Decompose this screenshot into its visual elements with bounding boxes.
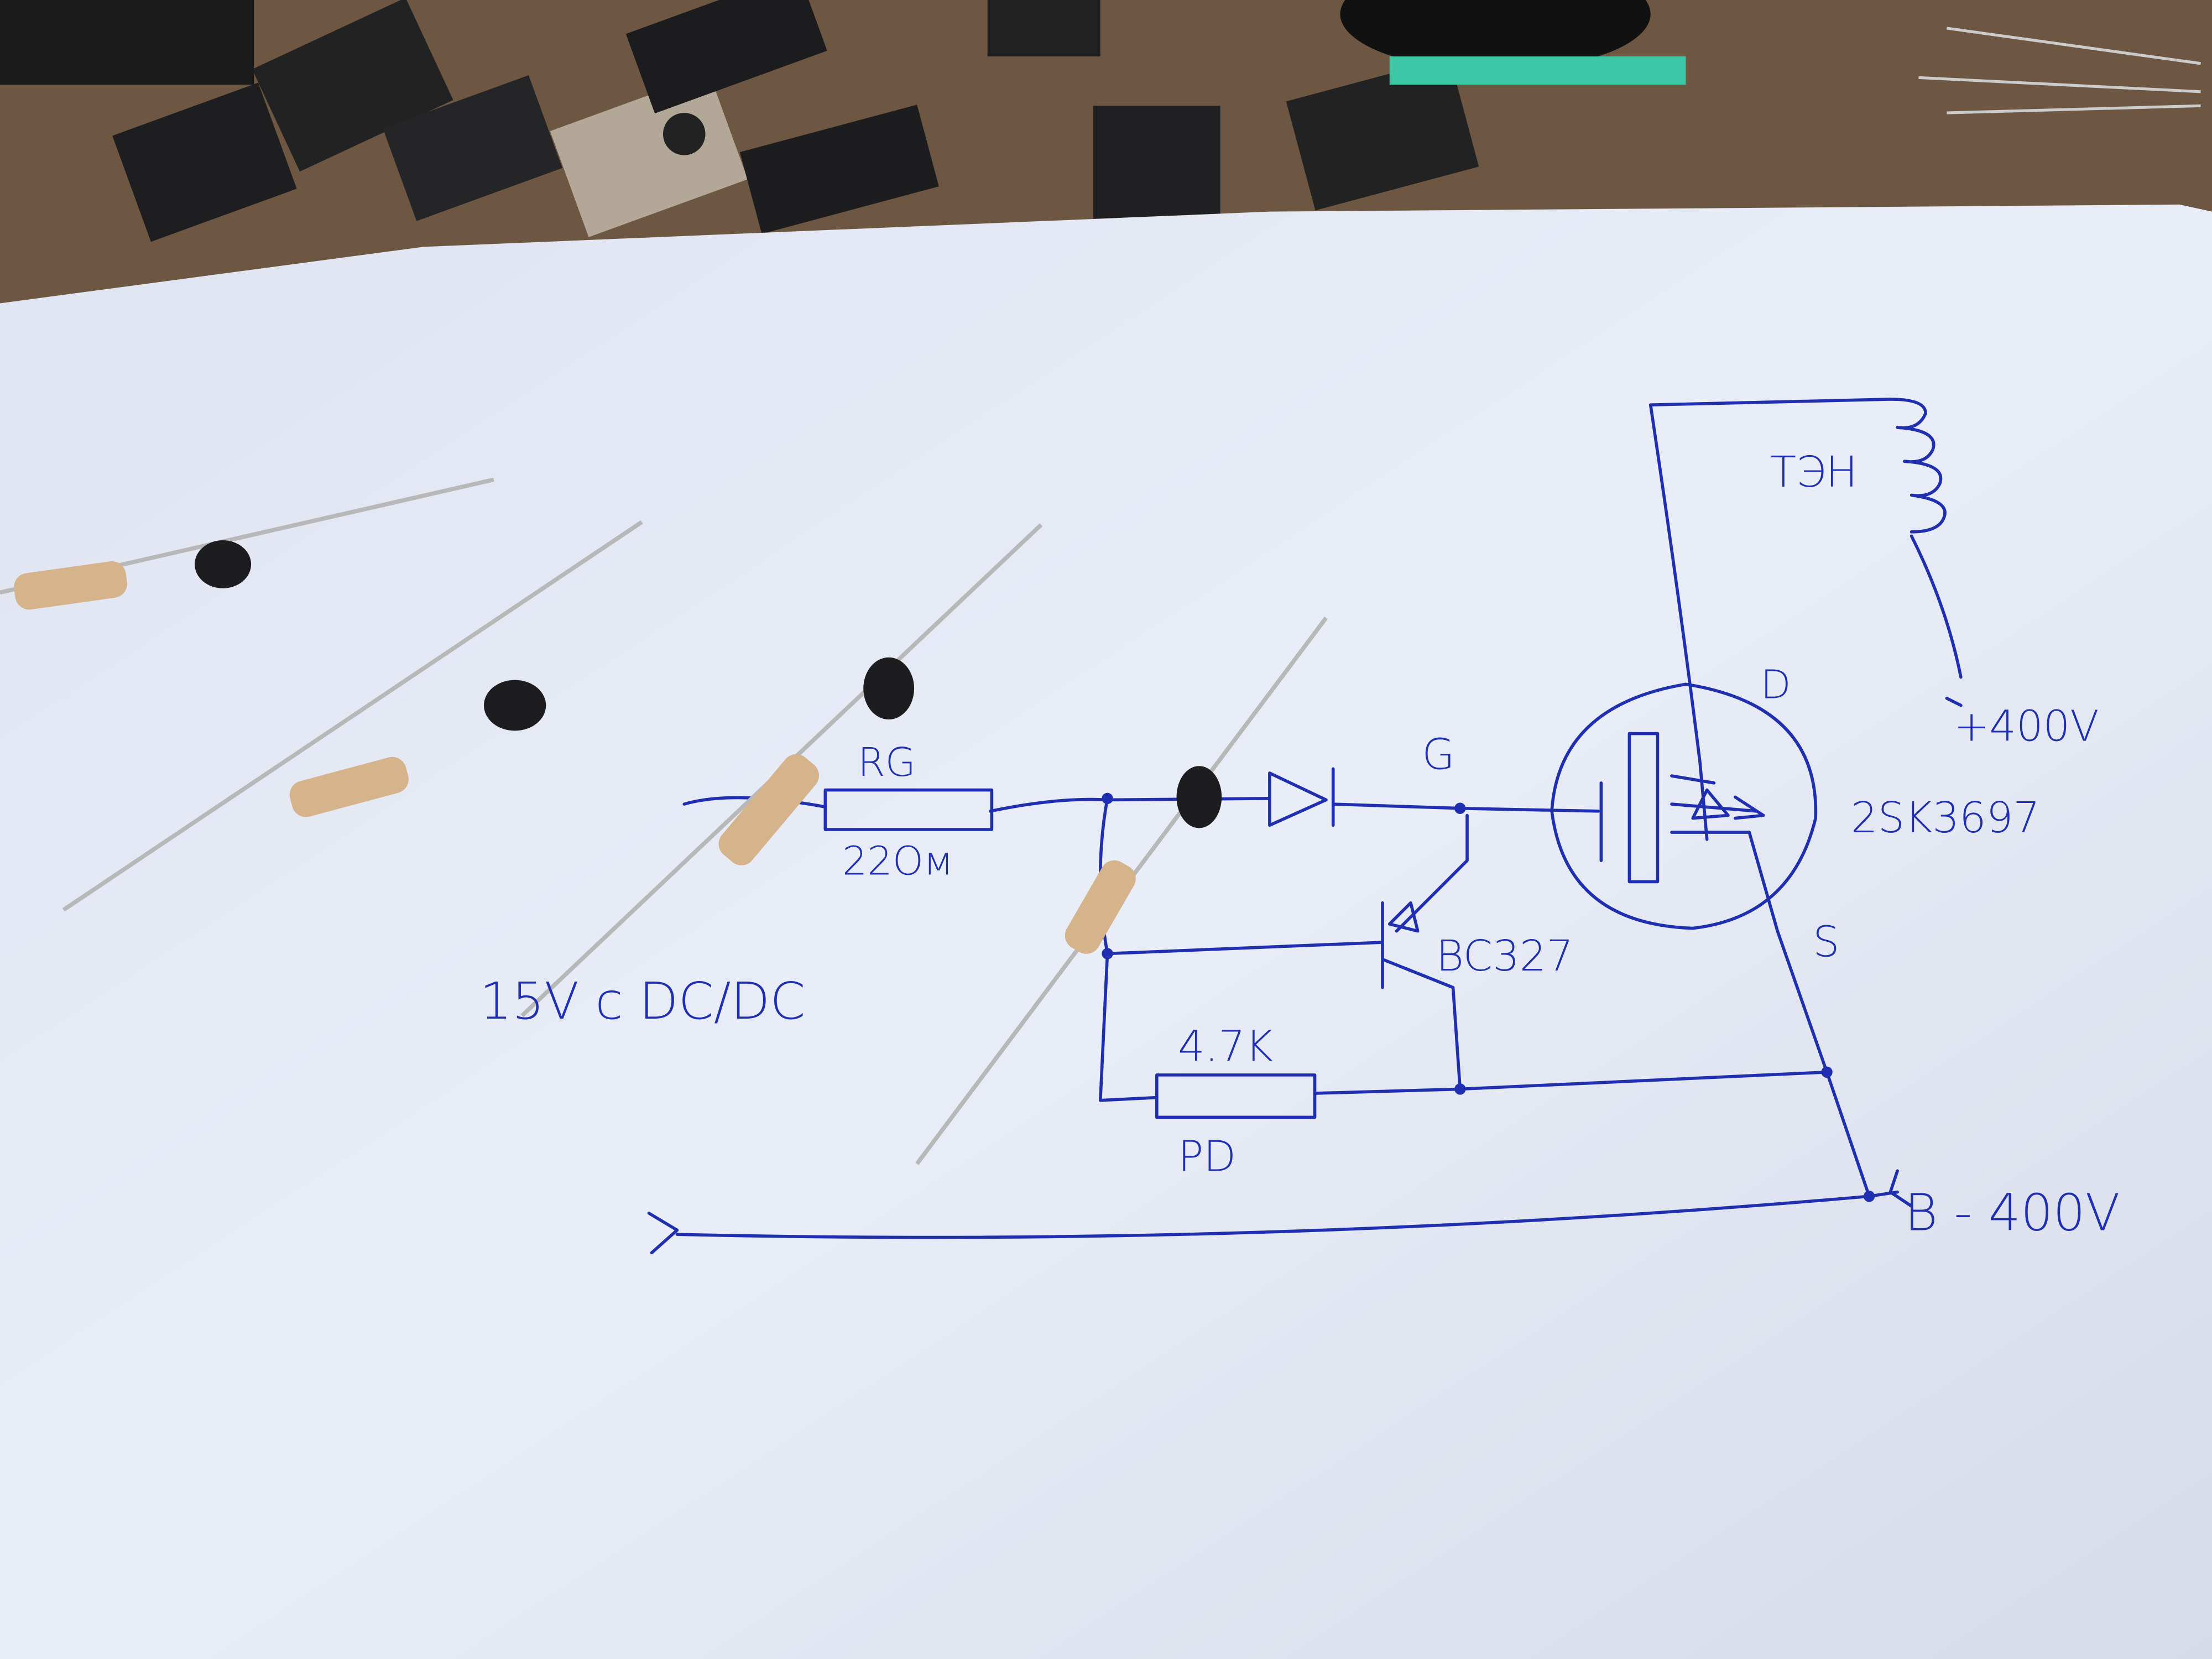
gate-resistor xyxy=(823,788,994,831)
bjt-symbol xyxy=(1105,813,1469,1091)
bjt-model-label: BC327 xyxy=(1436,932,1573,981)
mosfet-model-label: 2SK3697 xyxy=(1851,794,2040,843)
gate-label: G xyxy=(1422,730,1454,779)
loose-transistors xyxy=(0,0,2201,242)
input-voltage-label: 15V c DC/DC xyxy=(479,972,805,1031)
circuit-schematic xyxy=(647,398,1963,1255)
heater-coil xyxy=(1888,398,1947,534)
pulldown-label: PD xyxy=(1178,1132,1236,1181)
gate-resistor-value: 22Ом xyxy=(842,838,953,884)
drain-label: D xyxy=(1761,662,1791,708)
heater-label: ТЭН xyxy=(1771,448,1858,497)
pulldown-value: 4.7K xyxy=(1178,1022,1273,1071)
source-label: S xyxy=(1813,918,1840,967)
soldered-components xyxy=(0,477,1328,1165)
plus-400v-label: +400V xyxy=(1954,702,2099,751)
gate-resistor-label: RG xyxy=(858,739,916,785)
minus-400v-label: B - 400V xyxy=(1905,1183,2120,1242)
pulldown-resistor xyxy=(1155,1073,1317,1119)
mosfet-symbol xyxy=(1550,682,1818,930)
